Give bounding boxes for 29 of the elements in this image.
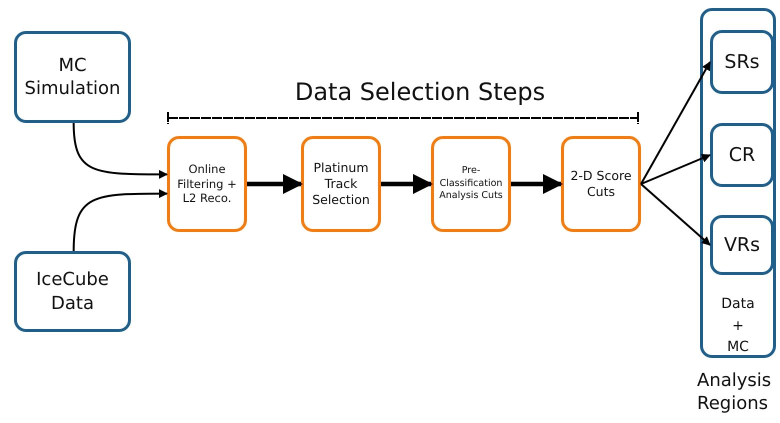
region-box — [710, 123, 774, 187]
node-label: VRs — [722, 232, 762, 258]
node-label: Online Filtering + L2 Reco. — [176, 162, 238, 206]
arrow — [72, 189, 168, 252]
arrow — [72, 122, 168, 179]
region-box — [710, 30, 774, 94]
arrow — [511, 174, 564, 194]
node-label: SRs — [723, 50, 761, 74]
node-label: CR — [728, 142, 756, 168]
container-heading: Analysis Regions — [697, 369, 772, 416]
arrow — [247, 174, 304, 194]
region-note: Data + MC — [720, 295, 756, 358]
region-box — [710, 215, 774, 275]
node-label: MC Simulation — [24, 54, 122, 100]
process-box — [301, 136, 381, 232]
process-box — [167, 136, 247, 232]
node-label: Platinum Track Selection — [311, 160, 371, 208]
input-box — [14, 251, 131, 332]
process-box — [561, 136, 641, 232]
process-box — [431, 136, 511, 232]
diagram-title: Data Selection Steps — [294, 78, 546, 106]
input-box — [14, 31, 131, 123]
arrow — [381, 174, 434, 194]
node-label: IceCube Data — [35, 268, 110, 315]
arrow — [640, 154, 711, 185]
arrow — [640, 183, 711, 246]
arrow — [640, 61, 711, 184]
node-label: Pre-Classification Analysis Cuts — [438, 165, 504, 203]
node-label: 2-D Score Cuts — [569, 168, 633, 200]
